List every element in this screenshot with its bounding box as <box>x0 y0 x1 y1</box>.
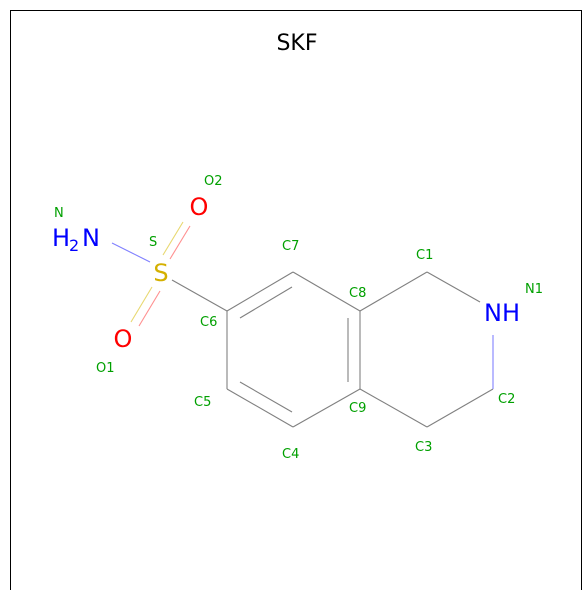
label-c7: C7 <box>282 239 299 254</box>
atom-s: S <box>153 259 168 287</box>
bond-c7-c8 <box>292 271 361 312</box>
atom-o1: O <box>114 325 133 353</box>
label-o2: O2 <box>204 174 223 189</box>
diagram-title: SKF <box>276 31 317 56</box>
label-c9: C9 <box>349 401 366 416</box>
bond-s-o2-a <box>162 221 184 256</box>
bond-c8-c1 <box>359 271 428 312</box>
bond-s-o1-b <box>138 290 161 327</box>
atom-nh: NH <box>484 299 520 327</box>
bond-c1-n1 <box>426 271 481 303</box>
label-s: S <box>149 235 157 250</box>
bonds <box>111 242 494 428</box>
label-n1: N1 <box>525 282 543 297</box>
label-n: N <box>54 206 64 221</box>
bond-s-n <box>111 242 151 263</box>
atom-o2: O <box>190 193 209 221</box>
label-c1: C1 <box>416 248 433 263</box>
label-c6: C6 <box>200 315 217 330</box>
label-c4: C4 <box>282 447 299 462</box>
atom-labels: N O2 S O1 C6 C7 C1 N1 C8 C5 C9 C2 C4 C3 <box>54 174 543 462</box>
nh2-subscript: 2 <box>69 236 79 255</box>
sulfonyl-bonds <box>130 221 191 327</box>
bond-s-o2-b <box>169 225 191 260</box>
nh2-n: N <box>82 224 100 252</box>
bond-c4-c5 <box>226 388 294 428</box>
label-o1: O1 <box>96 361 115 376</box>
bond-c4-c5-inner <box>239 381 293 413</box>
label-c5: C5 <box>194 395 211 410</box>
nh2-h: H <box>52 224 70 252</box>
diagram-frame <box>10 10 582 590</box>
bond-c6-s <box>171 279 228 312</box>
label-c3: C3 <box>415 440 432 455</box>
bond-c6-c7-inner <box>239 286 293 319</box>
bond-c9-c3 <box>359 388 428 428</box>
bond-c6-c7 <box>226 271 294 312</box>
label-c8: C8 <box>349 286 366 301</box>
bond-c3-c2 <box>426 388 494 428</box>
bond-s-o1-a <box>130 286 153 323</box>
label-c2: C2 <box>498 392 515 407</box>
bond-c9-c4 <box>292 388 361 428</box>
